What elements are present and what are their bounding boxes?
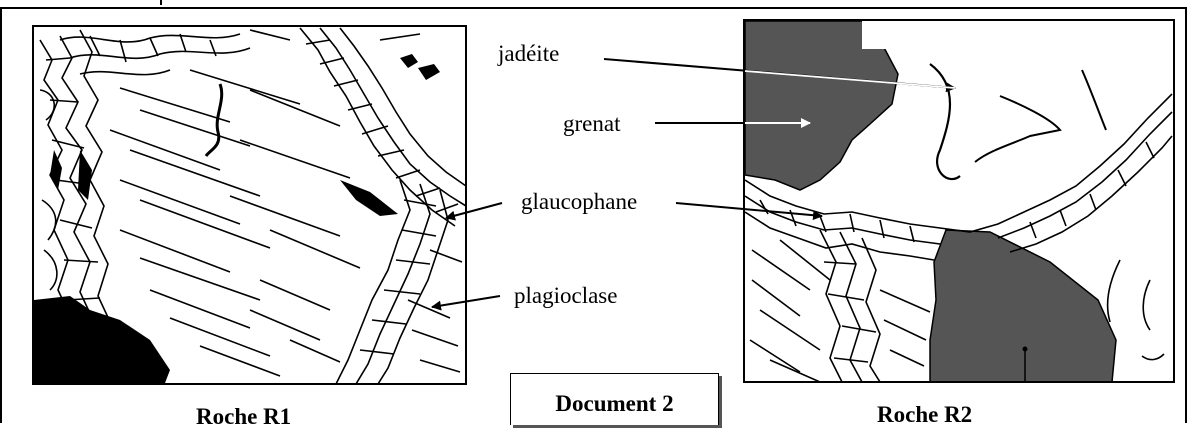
rock-r1-illustration bbox=[33, 26, 466, 384]
label-glaucophane: glaucophane bbox=[521, 190, 637, 213]
label-plagioclase: plagioclase bbox=[514, 284, 617, 307]
label-grenat: grenat bbox=[563, 112, 620, 135]
rock-r2-illustration bbox=[744, 20, 1174, 382]
caption-roche-r1: Roche R1 bbox=[196, 405, 291, 428]
document-title: Document 2 bbox=[511, 392, 718, 415]
label-jadeite: jadéite bbox=[498, 42, 559, 65]
document-title-box: Document 2 bbox=[510, 373, 719, 425]
